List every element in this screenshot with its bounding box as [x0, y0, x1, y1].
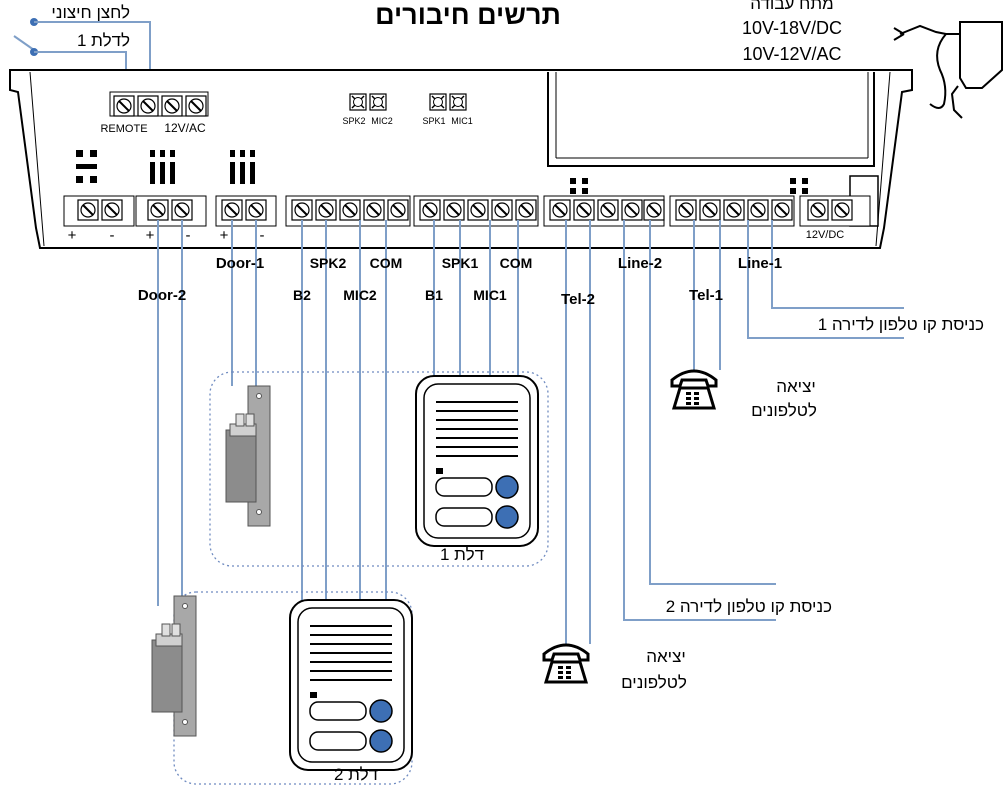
power-header: מתח עבודה [750, 0, 834, 13]
door1-group [209, 371, 549, 567]
door2-label: דלת 2 [334, 765, 378, 784]
door1-intercom-panel [415, 375, 539, 547]
polarity-mark: - [260, 227, 265, 244]
phone-out-2-label: יציאה [646, 647, 686, 666]
spk1-jack-label: SPK1 [422, 116, 445, 126]
power-ac: 10V-12V/AC [742, 44, 841, 64]
jumper-pins [76, 150, 808, 194]
mic2-wire-label: MIC2 [343, 287, 377, 303]
door2-group [173, 591, 413, 785]
remote-label: REMOTE [100, 123, 147, 135]
top-terminal-block [109, 91, 209, 117]
line-in-1-note: כניסת קו טלפון לדירה 1 [818, 315, 984, 334]
line2-wire-label: Line-2 [618, 255, 662, 272]
bottom-terminals [63, 195, 871, 227]
mic1-wire-label: MIC1 [473, 287, 507, 303]
door2-wire-label: Door-2 [138, 287, 186, 304]
com1-wire-label: COM [500, 255, 533, 271]
spk2-jack-label: SPK2 [342, 116, 365, 126]
wires [157, 220, 904, 644]
phone-icon [542, 643, 590, 684]
mic2-jack-label: MIC2 [371, 116, 393, 126]
polarity-mark: + [68, 227, 77, 244]
mic1-jack-label: MIC1 [451, 116, 473, 126]
power-adapter-icon [893, 21, 1003, 119]
phone-icon [670, 369, 718, 410]
line1-wire-label: Line-1 [738, 255, 782, 272]
ac-terminal-label: 12V/AC [164, 121, 206, 135]
power-dc: 10V-18V/DC [742, 18, 842, 38]
spk1-wire-label: SPK1 [442, 255, 479, 271]
spk2-wire-label: SPK2 [310, 255, 347, 271]
polarity-mark: + [146, 227, 155, 244]
door2-strike [151, 595, 197, 737]
phone-out-1-label-2: לטלפונים [751, 401, 817, 420]
dc-terminal-label: 12V/DC [806, 229, 845, 241]
door1-wire-label: Door-1 [216, 255, 264, 272]
door1-label: דלת 1 [440, 545, 484, 564]
diagram-title: תרשים חיבורים [375, 0, 561, 30]
polarity-mark: + [220, 227, 229, 244]
phone-out-2-label-2: לטלפונים [621, 673, 687, 692]
external-button-label: לחצן חיצוני [51, 3, 130, 22]
tel1-wire-label: Tel-1 [689, 287, 723, 304]
line-in-2-note: כניסת קו טלפון לדירה 2 [666, 597, 832, 616]
door1-strike [225, 385, 271, 527]
polarity-mark: - [186, 227, 191, 244]
com2-wire-label: COM [370, 255, 403, 271]
tel2-wire-label: Tel-2 [561, 291, 595, 308]
b2-wire-label: B2 [293, 287, 311, 303]
phone-out-1-label: יציאה [776, 377, 816, 396]
polarity-mark: - [110, 227, 115, 244]
door1-switch-label: לדלת 1 [77, 31, 130, 50]
b1-wire-label: B1 [425, 287, 443, 303]
door2-intercom-panel [289, 599, 413, 771]
